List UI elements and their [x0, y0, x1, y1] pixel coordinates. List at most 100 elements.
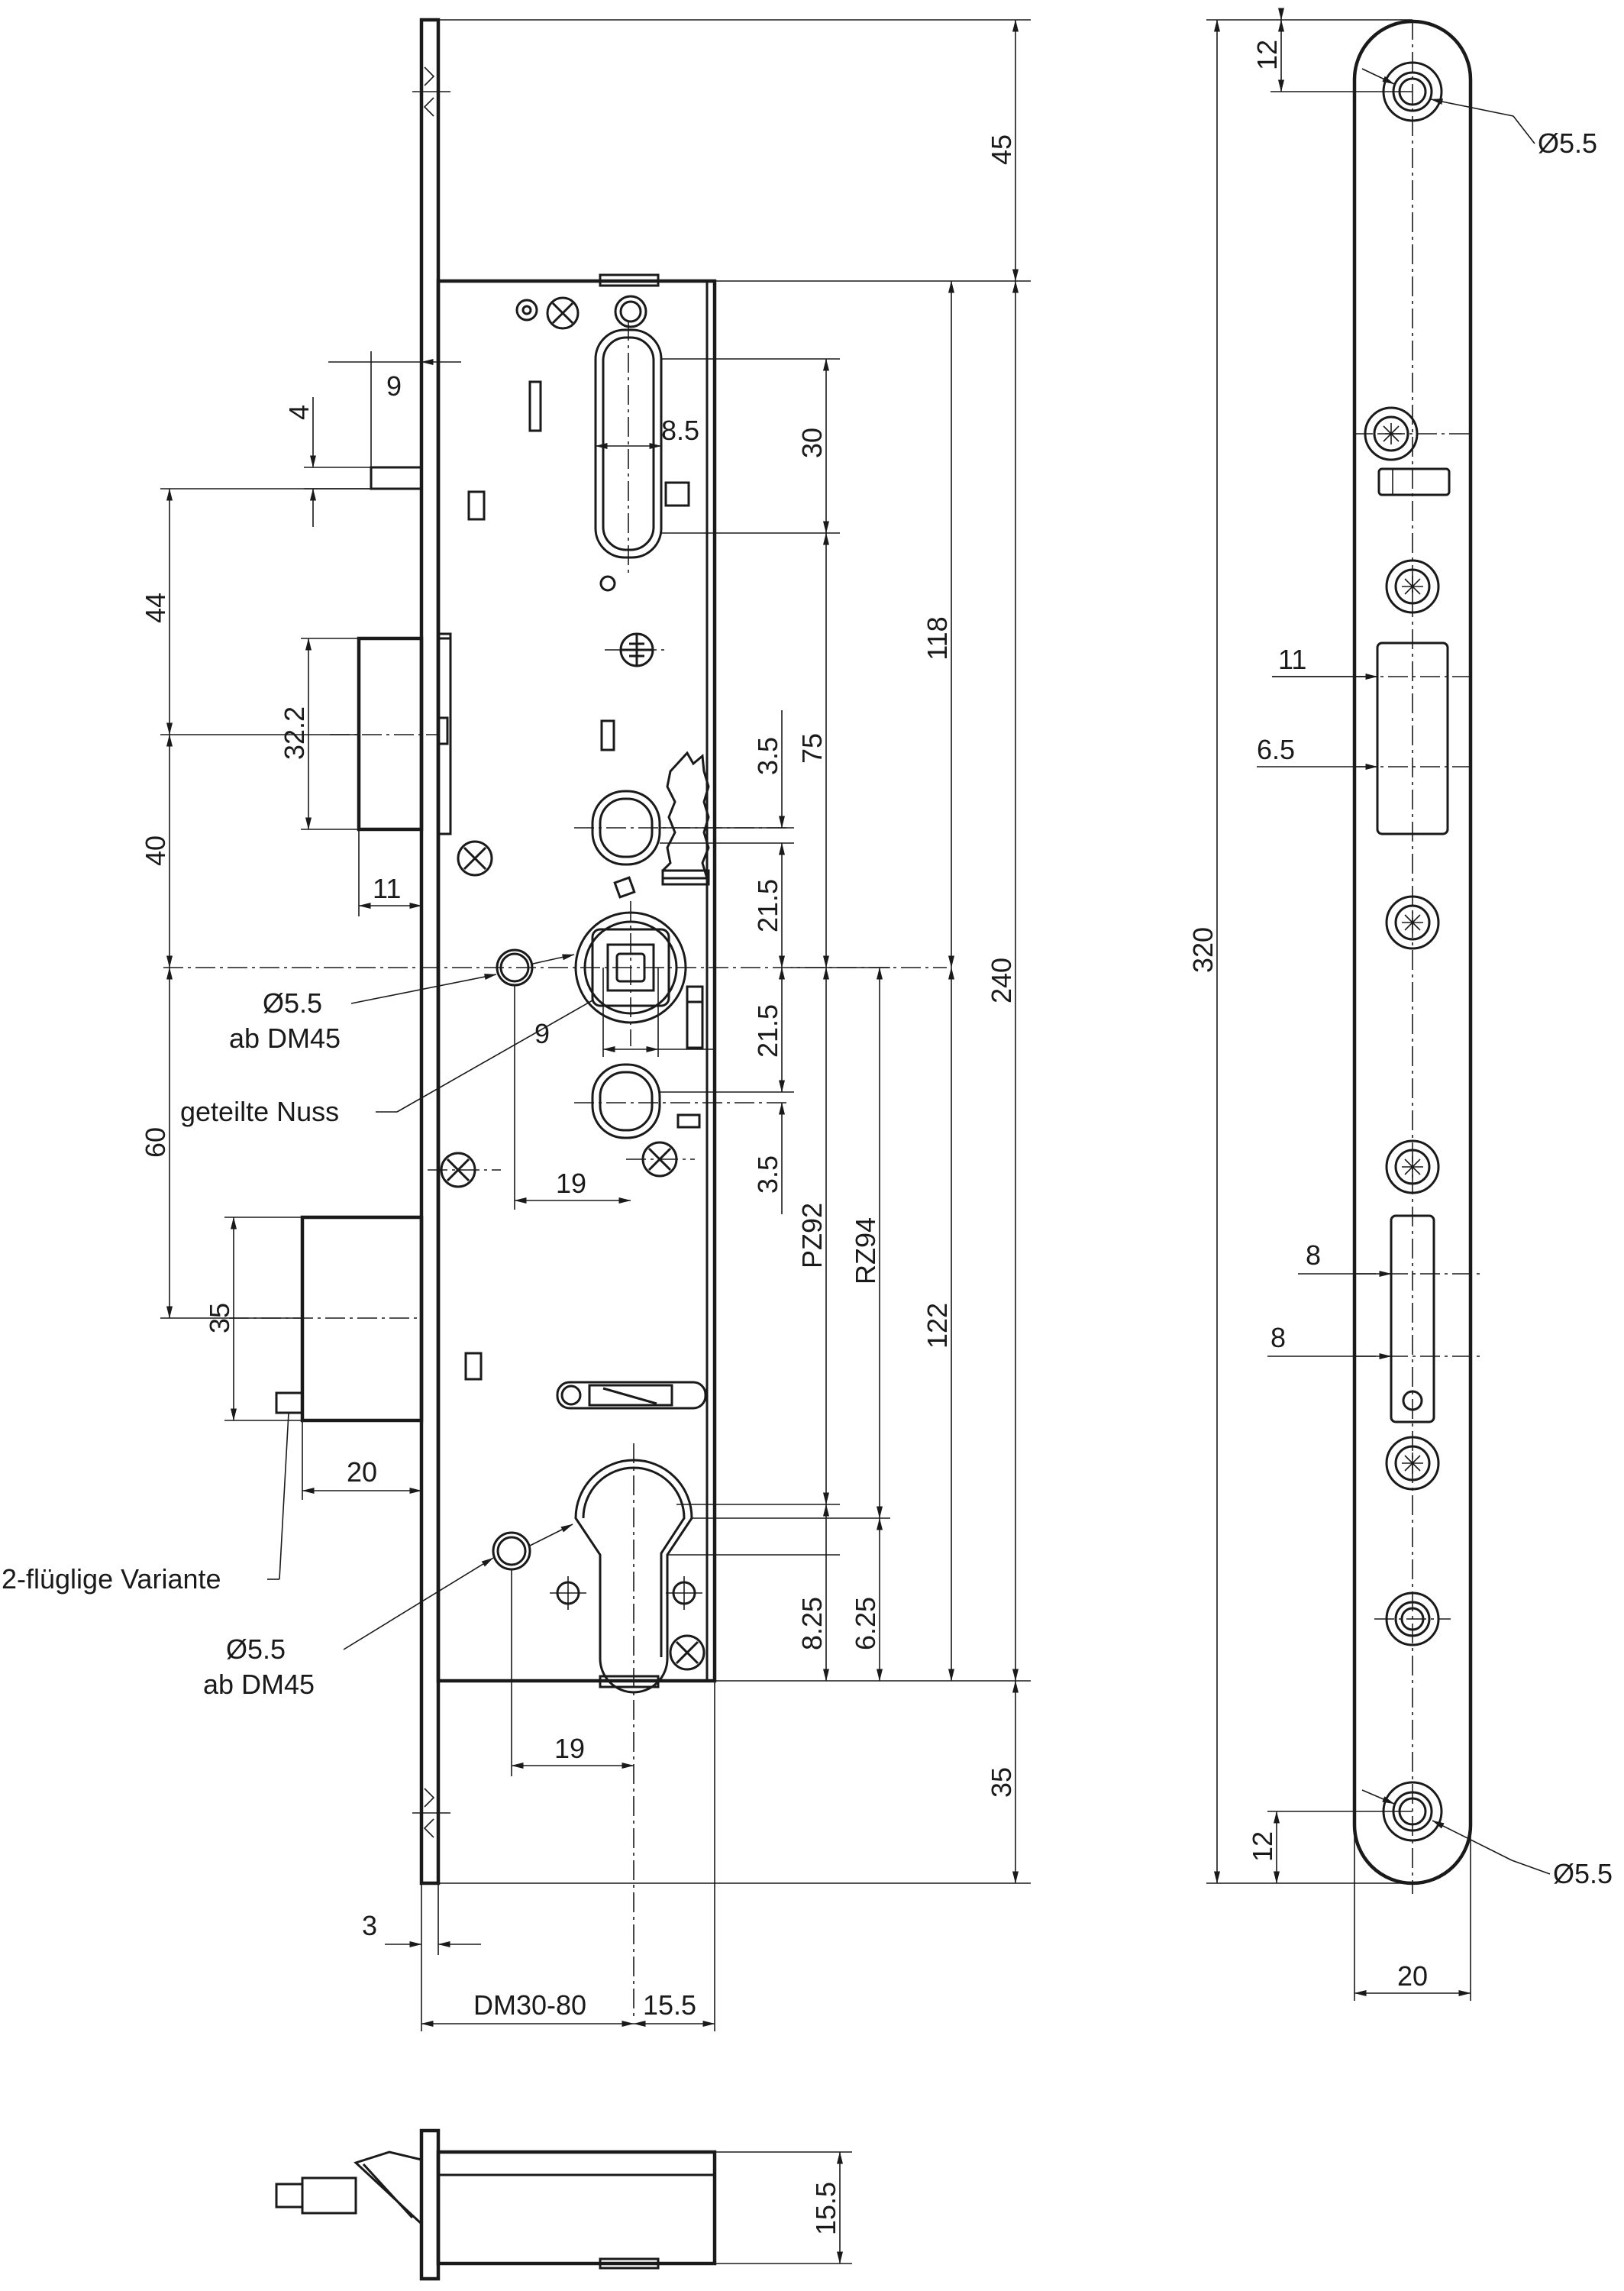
callout-hole-lower-line1: Ø5.5 [226, 1633, 286, 1665]
side-latch-window [1376, 641, 1449, 835]
pin-hole [614, 295, 647, 328]
torx-screw-icon [1385, 1139, 1440, 1194]
side-round-screw-icon [1374, 1591, 1451, 1646]
side-dim-d55-top: Ø5.5 [1538, 128, 1597, 159]
slot-mark [467, 490, 486, 521]
callout-variant: 2-flüglige Variante [2, 1563, 221, 1595]
case-top-notch [599, 273, 660, 287]
tilted-square [613, 876, 636, 899]
dim-240: 240 [986, 958, 1017, 1003]
bottom-latch-wedge [354, 2150, 423, 2227]
bottom-case [436, 2150, 717, 2266]
dim-20: 20 [347, 1456, 377, 1488]
lever-mark [686, 985, 704, 1049]
dim-215a: 21.5 [752, 879, 783, 932]
side-dim-12-bottom: 12 [1247, 1831, 1278, 1862]
torx-screw-icon [1353, 406, 1471, 461]
dim-19-lower: 19 [554, 1733, 585, 1764]
dim-35b: 3.5 [752, 1155, 783, 1194]
dim-rz94: RZ94 [850, 1217, 881, 1284]
dim-215b: 21.5 [752, 1004, 783, 1058]
dim-825: 8.25 [796, 1597, 828, 1650]
lock-case [436, 279, 717, 1683]
dim-122: 122 [922, 1303, 953, 1349]
cross-screw-icon [605, 632, 669, 667]
small-screw-icon [515, 299, 538, 322]
torx-screw-icon [1385, 1436, 1440, 1491]
dim-118: 118 [922, 616, 953, 660]
slot-mark [464, 1352, 483, 1381]
faceplate-top-screw-icon [412, 66, 450, 117]
side-dim-65: 6.5 [1257, 734, 1295, 765]
dim-11: 11 [373, 873, 401, 904]
side-dim-8a: 8 [1306, 1239, 1321, 1271]
middle-oval-lower [591, 1063, 661, 1139]
side-view [1352, 19, 1481, 1894]
two-leaf-pin [275, 1391, 304, 1414]
dim-35a: 3.5 [752, 737, 783, 775]
cross-screw-icon [626, 1141, 695, 1178]
cross-screw-icon [669, 1634, 705, 1671]
dim-30: 30 [796, 428, 828, 458]
side-bolt-window [1390, 1214, 1435, 1423]
side-dimensions: 12 Ø5.5 320 11 6.5 8 8 12 Ø5.5 20 [1187, 8, 1613, 2001]
dim-625: 6.25 [850, 1597, 881, 1650]
cylinder-cutout [574, 1443, 693, 2016]
dim-75: 75 [796, 733, 828, 764]
dim-3: 3 [362, 1910, 377, 1941]
small-square [664, 481, 690, 507]
callout-hole-upper-line1: Ø5.5 [263, 987, 322, 1019]
side-rect-small [1377, 467, 1451, 496]
latch-bolt-stulp [437, 632, 452, 835]
dim-9-nut: 9 [534, 1018, 550, 1049]
small-hole [666, 1576, 702, 1610]
bottom-view: 15.5 [275, 2128, 852, 2281]
side-dim-d55-bottom: Ø5.5 [1553, 1858, 1613, 1889]
bottom-faceplate [419, 2128, 441, 2281]
bottom-dim-155: 15.5 [810, 2182, 841, 2235]
dim-155: 15.5 [643, 1989, 696, 2021]
side-dim-320: 320 [1187, 927, 1219, 973]
cross-screw-icon [546, 296, 580, 330]
dim-pz92: PZ92 [796, 1203, 828, 1268]
bolt-actuator [556, 1381, 707, 1410]
torx-screw-icon [1385, 559, 1440, 614]
slot-mark [528, 380, 542, 432]
small-hole [550, 1576, 586, 1610]
dim-35-bottom: 35 [986, 1767, 1017, 1798]
latch-bolt [357, 636, 424, 832]
slot-mark [600, 719, 615, 751]
dim-35-bolt: 35 [204, 1303, 235, 1333]
deadbolt [300, 1215, 424, 1423]
callout-hole-lower-line2: ab DM45 [203, 1669, 315, 1700]
side-dim-8b: 8 [1270, 1322, 1286, 1353]
stulp-pin [370, 466, 423, 490]
small-square [676, 1113, 701, 1129]
dim-45: 45 [986, 134, 1017, 165]
cross-screw-icon [457, 840, 493, 877]
side-dim-11: 11 [1278, 644, 1306, 675]
side-dim-20: 20 [1397, 1960, 1428, 1992]
front-dimensions: 45 240 35 118 122 30 75 PZ92 8.25 RZ94 6… [140, 19, 1031, 2031]
dim-60: 60 [140, 1127, 171, 1158]
cross-screw-icon [428, 1152, 501, 1188]
latch-mechanism [661, 751, 710, 880]
dim-85: 8.5 [661, 415, 699, 446]
faceplate-bottom-screw-icon [412, 1788, 450, 1838]
dim-44: 44 [140, 593, 171, 623]
callout-hole-upper-line2: ab DM45 [229, 1023, 341, 1054]
callouts: Ø5.5 ab DM45 geteilte Nuss 2-flüglige Va… [2, 954, 593, 1700]
faceplate [419, 18, 441, 1885]
dim-4: 4 [283, 405, 315, 420]
small-hole [599, 575, 616, 592]
dim-9-top: 9 [386, 370, 402, 402]
side-dim-12-top: 12 [1251, 40, 1283, 70]
torx-screw-icon [1385, 895, 1440, 950]
dim-19-upper: 19 [556, 1168, 586, 1199]
dim-dm: DM30-80 [473, 1989, 586, 2021]
bottom-pin [275, 2183, 304, 2209]
dim-322: 32.2 [279, 706, 310, 760]
callout-nut: geteilte Nuss [180, 1096, 339, 1127]
